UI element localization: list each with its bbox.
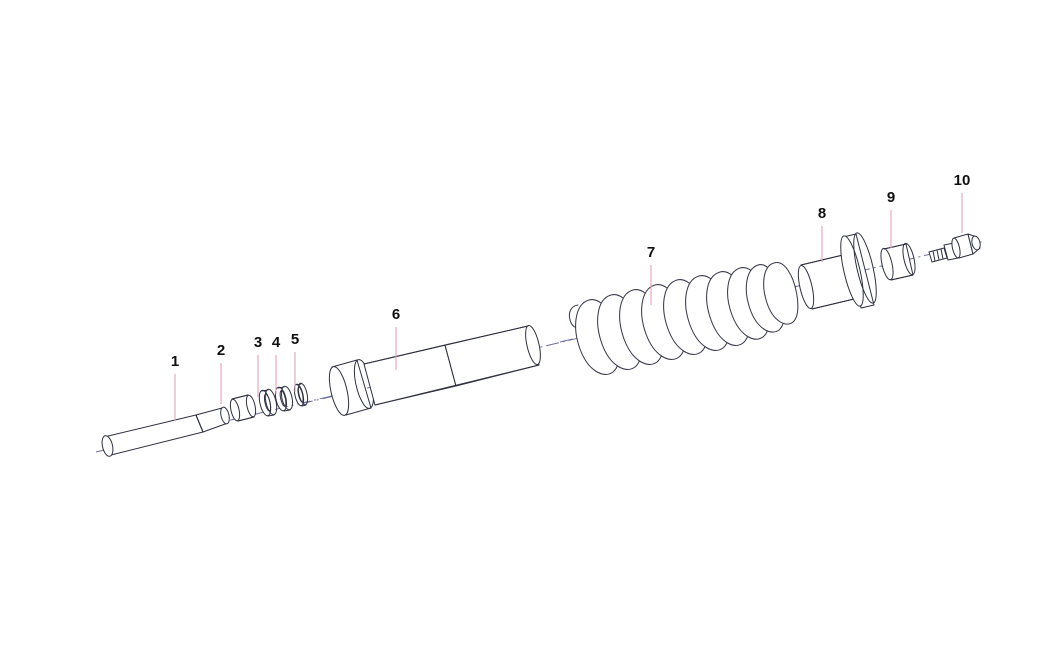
part-5-washer-small (293, 382, 309, 407)
part-9-top-edge (883, 243, 914, 281)
part-9-bushing-sleeve (880, 242, 916, 281)
part-4-washer-medium (274, 385, 294, 412)
part-1-stepped-rod (101, 406, 230, 457)
leader-lines-group (174, 193, 963, 421)
part-7-coil-10 (763, 262, 799, 325)
callout-label-1: 1 (171, 353, 179, 370)
callout-label-3: 3 (254, 334, 262, 351)
part-10-tip-face (971, 235, 981, 251)
callout-label-8: 8 (818, 205, 826, 222)
part-10-threaded-fitting (928, 233, 981, 263)
callout-label-7: 7 (647, 244, 655, 261)
part-8-cylinder-left-face (797, 265, 815, 309)
part-2-bushing (229, 394, 257, 422)
callout-label-2: 2 (217, 342, 225, 359)
part-6-bottom-edge (374, 364, 540, 406)
part-7-coil-spring (568, 262, 799, 375)
callout-label-5: 5 (291, 331, 299, 348)
part-6-head-front-face (328, 366, 350, 416)
part-6-end-face (525, 324, 541, 366)
callout-label-10: 10 (954, 172, 971, 189)
part-1-right-face (220, 406, 230, 425)
part-6-top-edge (363, 325, 529, 365)
part-4-back-ring (280, 385, 294, 411)
part-1-left-face (101, 435, 114, 457)
part-1-shoulder-line (195, 414, 204, 433)
part-6-shoulder-bolt (328, 324, 541, 416)
part-8-flanged-cylinder (797, 232, 877, 310)
part-10-thread-marks (932, 248, 944, 262)
part-9-left-face (880, 247, 894, 281)
callout-label-6: 6 (392, 306, 400, 323)
part-6-shank-b (444, 325, 540, 387)
part-8-flange-front-face (840, 235, 864, 307)
part-5-back-ring (297, 382, 309, 406)
part-8-cylinder-bottom-edge (811, 298, 855, 310)
callout-labels-group: 1 2 3 4 5 6 7 8 9 10 (171, 172, 971, 370)
part-1-body (103, 414, 204, 456)
part-8-flange-back-face (853, 232, 877, 304)
part-2-edge-line (231, 394, 255, 422)
callout-label-4: 4 (272, 334, 281, 351)
callout-label-9: 9 (887, 189, 895, 206)
part-10-body-face (951, 237, 961, 259)
